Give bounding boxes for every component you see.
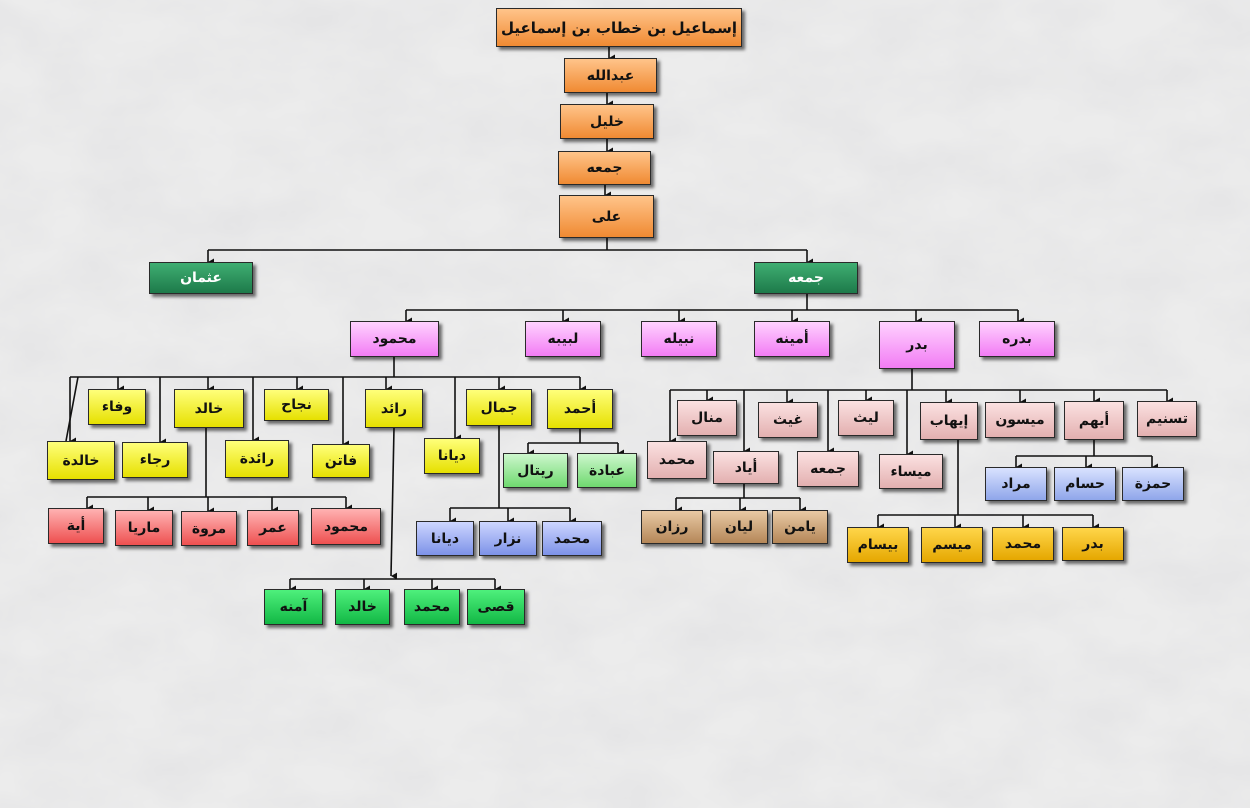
node-maysaa: ميساء [879, 454, 943, 489]
node-ebada: عبادة [577, 453, 637, 488]
node-jumaa-gen6: جمعه [754, 262, 858, 294]
node-khaled: خالد [174, 389, 244, 428]
node-hamza: حمزة [1122, 467, 1184, 501]
node-tasneem: تسنيم [1137, 401, 1197, 437]
node-maysam: ميسم [921, 527, 983, 563]
node-ayad: أياد [713, 451, 779, 484]
node-mohammad-2: محمد [404, 589, 460, 625]
node-ghaith: غيث [758, 402, 818, 438]
node-jamal: جمال [466, 389, 532, 426]
node-mohammad-3: محمد [647, 441, 707, 479]
node-amna: آمنه [264, 589, 323, 625]
node-nabila: نبيله [641, 321, 717, 357]
node-khalil: خليل [560, 104, 654, 139]
node-wafaa: وفاء [88, 389, 146, 425]
node-abdullah: عبدالله [564, 58, 657, 93]
node-ahmad: أحمد [547, 389, 613, 429]
node-qusai: قصى [467, 589, 525, 625]
node-layan: ليان [710, 510, 768, 544]
node-diana-2: ديانا [416, 521, 474, 556]
node-badr-2: بدر [1062, 527, 1124, 561]
node-labiba: لبيبه [525, 321, 601, 357]
node-aya: أية [48, 508, 104, 544]
node-raeda: رائدة [225, 440, 289, 478]
node-ihab: إيهاب [920, 402, 978, 440]
node-rajaa: رجاء [122, 442, 188, 478]
node-faten: فاتن [312, 444, 370, 478]
node-bassam: بيسام [847, 527, 909, 563]
node-hussam: حسام [1054, 467, 1116, 501]
node-murad: مراد [985, 467, 1047, 501]
node-najah: نجاح [264, 389, 329, 421]
node-yamen: يامن [772, 510, 828, 544]
node-badr: بدر [879, 321, 955, 369]
node-ali: على [559, 195, 654, 238]
node-rital: ريتال [503, 453, 568, 488]
node-maria: ماريا [115, 510, 173, 546]
node-manal: منال [677, 400, 737, 436]
node-razan: رزان [641, 510, 703, 544]
node-mohammad-4: محمد [992, 527, 1054, 561]
node-amina: أمينه [754, 321, 830, 357]
node-ayham: أيهم [1064, 401, 1124, 440]
node-root-ismail: إسماعيل بن خطاب بن إسماعيل [496, 8, 742, 47]
node-raed: رائد [365, 389, 423, 428]
node-khalda: خالدة [47, 441, 115, 480]
node-badra: بدره [979, 321, 1055, 357]
node-maysoun: ميسون [985, 402, 1055, 438]
node-laith: ليث [838, 400, 894, 436]
node-jumaa-gen4: جمعه [558, 151, 651, 185]
node-jumaa-3: جمعه [797, 451, 859, 487]
node-mahmoud: محمود [350, 321, 439, 357]
node-mohammad-1: محمد [542, 521, 602, 556]
node-nizar: نزار [479, 521, 537, 556]
node-omar: عمر [247, 510, 299, 546]
node-mahmoud-2: محمود [311, 508, 381, 545]
node-marwa: مروة [181, 511, 237, 546]
node-diana-1: ديانا [424, 438, 480, 474]
node-khaled-2: خالد [335, 589, 390, 625]
node-othman: عثمان [149, 262, 253, 294]
